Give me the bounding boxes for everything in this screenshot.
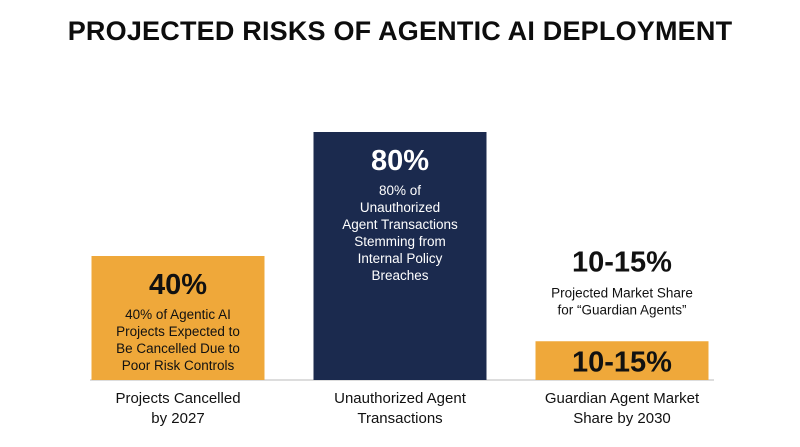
bar-2-description-line: 80% of	[379, 183, 421, 198]
bar-2-description-line: Internal Policy	[358, 251, 443, 266]
bar-1	[91, 256, 265, 380]
category-label-3: Guardian Agent Market	[545, 390, 700, 407]
bar-2-description-line: Stemming from	[354, 234, 446, 249]
category-label-1: Projects Cancelled	[115, 390, 240, 407]
bar-2-description-line: Breaches	[371, 268, 428, 283]
bar-2-description-line: Agent Transactions	[342, 217, 458, 232]
bar-3	[535, 341, 709, 380]
bar-2-value-label: 80%	[371, 145, 429, 177]
bar-3-description-line: Projected Market Share	[551, 285, 693, 300]
labels-group: 40% 40% of Agentic AI Projects Expected to…	[115, 145, 699, 427]
bar-1-description-line: Projects Expected to	[116, 324, 240, 339]
bar-3-description-line: for “Guardian Agents”	[557, 302, 686, 317]
category-label-1: by 2027	[151, 410, 204, 427]
category-label-2: Unauthorized Agent	[334, 390, 467, 407]
bar-3-value-label: 10-15%	[572, 346, 672, 378]
bar-1-description-line: Be Cancelled Due to	[116, 341, 240, 356]
bars-group	[91, 132, 709, 380]
chart-title: PROJECTED RISKS OF AGENTIC AI DEPLOYMENT	[67, 16, 733, 46]
category-label-3: Share by 2030	[573, 410, 671, 427]
bar-1-description-line: 40% of Agentic AI	[125, 307, 231, 322]
category-label-2: Transactions	[357, 410, 442, 427]
bar-1-description-line: Poor Risk Controls	[122, 358, 235, 373]
bar-2-description-line: Unauthorized	[360, 200, 440, 215]
bar-2	[313, 132, 487, 380]
bar-1-value-label: 40%	[149, 269, 207, 301]
bar-3-heading-label: 10-15%	[572, 246, 672, 278]
